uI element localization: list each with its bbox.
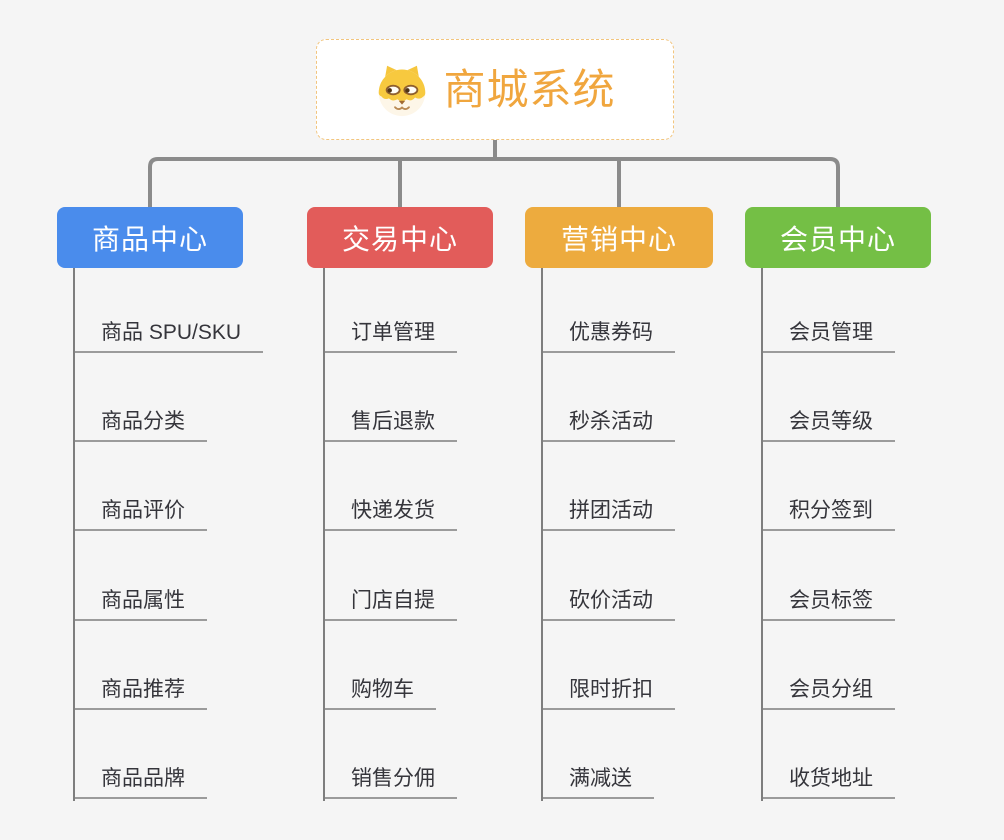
branch-column-0: 商品 SPU/SKU 商品分类商品评价商品属性商品推荐商品品牌: [73, 268, 264, 801]
branch-header-2[interactable]: 营销中心: [525, 207, 713, 268]
leaf-item[interactable]: 优惠券码: [543, 307, 675, 353]
leaf-item[interactable]: 订单管理: [325, 307, 457, 353]
leaf-item[interactable]: 快递发货: [325, 485, 457, 531]
leaf-item[interactable]: 限时折扣: [543, 664, 675, 710]
leaf-item[interactable]: 购物车: [325, 664, 436, 710]
leaf-item[interactable]: 会员等级: [763, 396, 895, 442]
leaf-item[interactable]: 会员管理: [763, 307, 895, 353]
leaf-item[interactable]: 门店自提: [325, 575, 457, 621]
leaf-item[interactable]: 商品分类: [75, 396, 207, 442]
leaf-item[interactable]: 商品推荐: [75, 664, 207, 710]
doge-icon: [379, 65, 426, 116]
branch-header-3[interactable]: 会员中心: [745, 207, 931, 268]
leaf-item[interactable]: 销售分佣: [325, 753, 457, 799]
root-title: 商城系统: [443, 65, 616, 113]
leaf-item[interactable]: 商品评价: [75, 485, 207, 531]
branch-header-1[interactable]: 交易中心: [307, 207, 493, 268]
branch-column-3: 会员管理会员等级积分签到会员标签会员分组收货地址: [761, 268, 895, 801]
leaf-item[interactable]: 满减送: [543, 753, 654, 799]
leaf-item[interactable]: 会员标签: [763, 575, 895, 621]
leaf-item[interactable]: 收货地址: [763, 753, 895, 799]
leaf-item[interactable]: 商品品牌: [75, 753, 207, 799]
leaf-item[interactable]: 会员分组: [763, 664, 895, 710]
leaf-item[interactable]: 商品属性: [75, 575, 207, 621]
leaf-item[interactable]: 积分签到: [763, 485, 895, 531]
branch-bus-line: [148, 157, 840, 207]
branch-column-1: 订单管理售后退款快递发货门店自提购物车销售分佣: [323, 268, 457, 801]
branch-column-2: 优惠券码秒杀活动拼团活动砍价活动限时折扣满减送: [541, 268, 675, 801]
leaf-item[interactable]: 商品 SPU/SKU: [75, 307, 264, 353]
root-node[interactable]: 商城系统: [316, 39, 674, 140]
leaf-item[interactable]: 秒杀活动: [543, 396, 675, 442]
branch-header-0[interactable]: 商品中心: [57, 207, 243, 268]
leaf-item[interactable]: 售后退款: [325, 396, 457, 442]
leaf-item[interactable]: 拼团活动: [543, 485, 675, 531]
leaf-item[interactable]: 砍价活动: [543, 575, 675, 621]
